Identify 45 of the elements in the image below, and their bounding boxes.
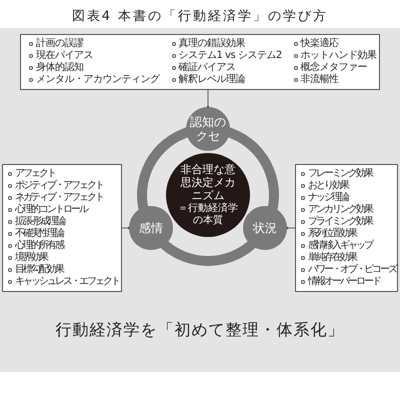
list-item: 身体的認知 [36,62,84,74]
list-item: 概念メタファー [300,62,368,74]
core-subtext: ＝行動経済学の本質 [177,203,239,227]
term-list-box [2,164,122,292]
term-list-box [295,164,398,292]
category-label: 感情 [138,221,164,235]
list-item: 非流暢性 [300,74,339,86]
list-item: パワー・オブ・ビコーズ [308,264,396,276]
list-item: 単純存在効果 [308,252,356,264]
list-item: 快楽適応 [300,38,339,50]
list-item: キャッシュレス・エフェクト [15,276,119,288]
list-item: 解釈レベル理論 [178,74,245,86]
list-item: 感情移入ギャップ [308,240,372,252]
caption: 行動経済学を「初めて整理・体系化」 [54,319,346,341]
list-item: ナッジ理論 [308,192,348,204]
list-item: 真理の錯誤効果 [178,38,245,50]
list-item: アンカリング効果 [308,204,372,216]
list-item: 確証バイアス [178,62,236,74]
list-item: 現在バイアス [36,50,93,62]
list-item: 心理的コントロール [15,204,87,216]
list-item: 不確実性理論 [15,228,63,240]
list-item: ホットハンド効果 [300,50,377,62]
list-item: 心理的所有感 [15,240,63,252]
list-item: ポジティブ・アフェクト [15,180,103,192]
connector-line [206,90,210,108]
figure-title: 図表4 本書の「行動経済学」の学び方 [70,8,330,26]
core-heading: 非合理な意思決定メカニズム [180,163,236,202]
list-item: 情報オーバーロード [308,276,380,288]
list-item: ネガティブ・アフェクト [15,192,103,204]
list-item: 系列位置効果 [308,228,356,240]
category-label: 認知のクセ [189,115,227,143]
list-item: システム1 vs システム2 [178,50,282,62]
list-item: フレーミング効果 [308,168,372,180]
term-list-box [20,34,380,90]
list-item: メンタル・アカウンティング [36,74,160,86]
list-item: アフェクト [15,168,55,180]
list-item: おとり効果 [308,180,348,192]
connector-line [286,226,296,230]
list-item: 目標勾配効果 [15,264,63,276]
list-item: プライミング効果 [308,216,372,228]
list-item: 境界効果 [15,252,47,264]
connector-line [122,226,130,230]
category-label: 状況 [252,221,278,235]
list-item: 拡張-形成理論 [15,216,65,228]
list-item: 計画の誤謬 [36,38,84,50]
